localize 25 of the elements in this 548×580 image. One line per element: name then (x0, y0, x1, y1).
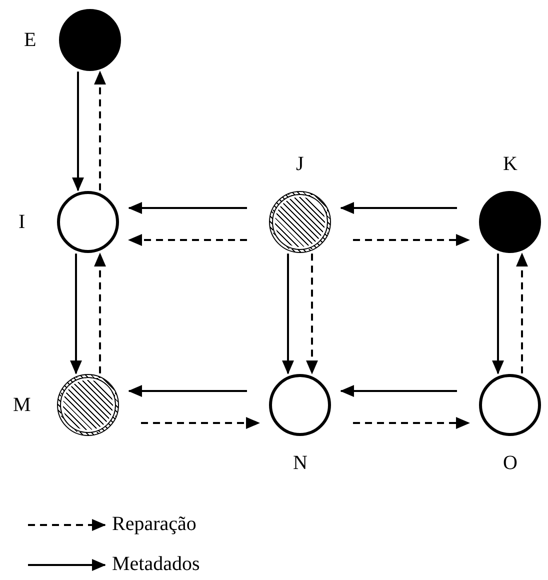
arrow (94, 252, 106, 374)
arrow (94, 70, 106, 190)
arrow (282, 254, 294, 374)
arrow (128, 385, 247, 397)
node-label: N (293, 451, 308, 475)
arrow (340, 385, 457, 397)
node-label: I (18, 210, 26, 234)
node-label: O (503, 451, 518, 475)
arrow (72, 72, 84, 192)
arrow (353, 417, 470, 429)
arrow (306, 254, 318, 374)
arrow (70, 254, 82, 374)
arrow (516, 252, 528, 374)
node-label: M (13, 393, 31, 417)
node-label: K (503, 152, 518, 176)
arrow (141, 417, 260, 429)
node-label: J (296, 152, 304, 176)
arrow (340, 202, 457, 214)
arrow (353, 234, 470, 246)
legend-label: Reparação (112, 512, 196, 536)
legend-label: Metadados (112, 552, 200, 576)
arrow (128, 202, 247, 214)
arrow (128, 234, 247, 246)
node-label: E (24, 28, 36, 52)
arrow (492, 254, 504, 374)
